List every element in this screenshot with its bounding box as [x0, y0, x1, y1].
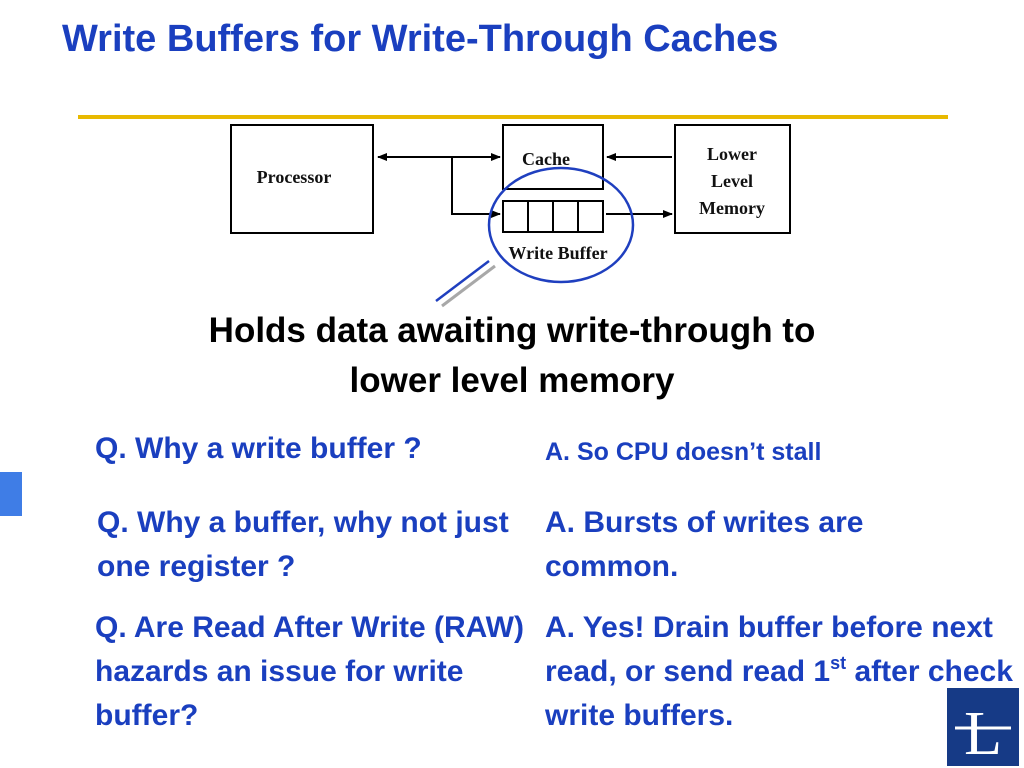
logo-mark: L: [955, 700, 1011, 766]
question-2: Q. Why a buffer, why not just one regist…: [97, 506, 509, 583]
pointer-arrow-shadow: [441, 264, 496, 308]
processor-buffer-arrow: [451, 157, 501, 218]
logo-letter: L: [964, 700, 1002, 766]
answer-3-text: A. Yes! Drain buffer before next read, o…: [545, 611, 993, 688]
cache-label: Cache: [522, 149, 570, 169]
answer-1: A. So CPU doesn’t stall: [545, 438, 822, 466]
caption-line-2: lower level memory: [349, 361, 675, 400]
memory-label-line-2: Level: [711, 171, 753, 191]
memory-box: [674, 124, 791, 234]
caption: Holds data awaiting write-through to low…: [0, 306, 1024, 406]
slide-title: Write Buffers for Write-Through Caches: [62, 18, 779, 60]
caption-line-1: Holds data awaiting write-through to: [208, 311, 816, 350]
question-1: Q. Why a write buffer ?: [95, 432, 422, 465]
pointer-arrow: [435, 260, 490, 302]
answer-2: A. Bursts of writes are common.: [545, 506, 864, 583]
cache-diagram: Processor Cache Lower Level Memory Write…: [230, 124, 791, 308]
answer-3: A. Yes! Drain buffer before next read, o…: [545, 606, 1024, 738]
university-logo: L: [947, 688, 1019, 766]
write-buffer-highlight-circle: [487, 166, 635, 284]
processor-label: Processor: [257, 167, 332, 187]
side-tab: [0, 472, 22, 516]
question-3: Q. Are Read After Write (RAW) hazards an…: [95, 611, 524, 732]
title-underline: [78, 115, 948, 119]
answer-3-text-end: after check write buffers.: [545, 655, 1013, 732]
memory-label-line-3: Memory: [699, 198, 765, 218]
write-buffer-label: Write Buffer: [508, 243, 607, 263]
answer-3-superscript: st: [830, 653, 847, 673]
processor-box: [230, 124, 374, 234]
memory-label-line-1: Lower: [707, 144, 757, 164]
